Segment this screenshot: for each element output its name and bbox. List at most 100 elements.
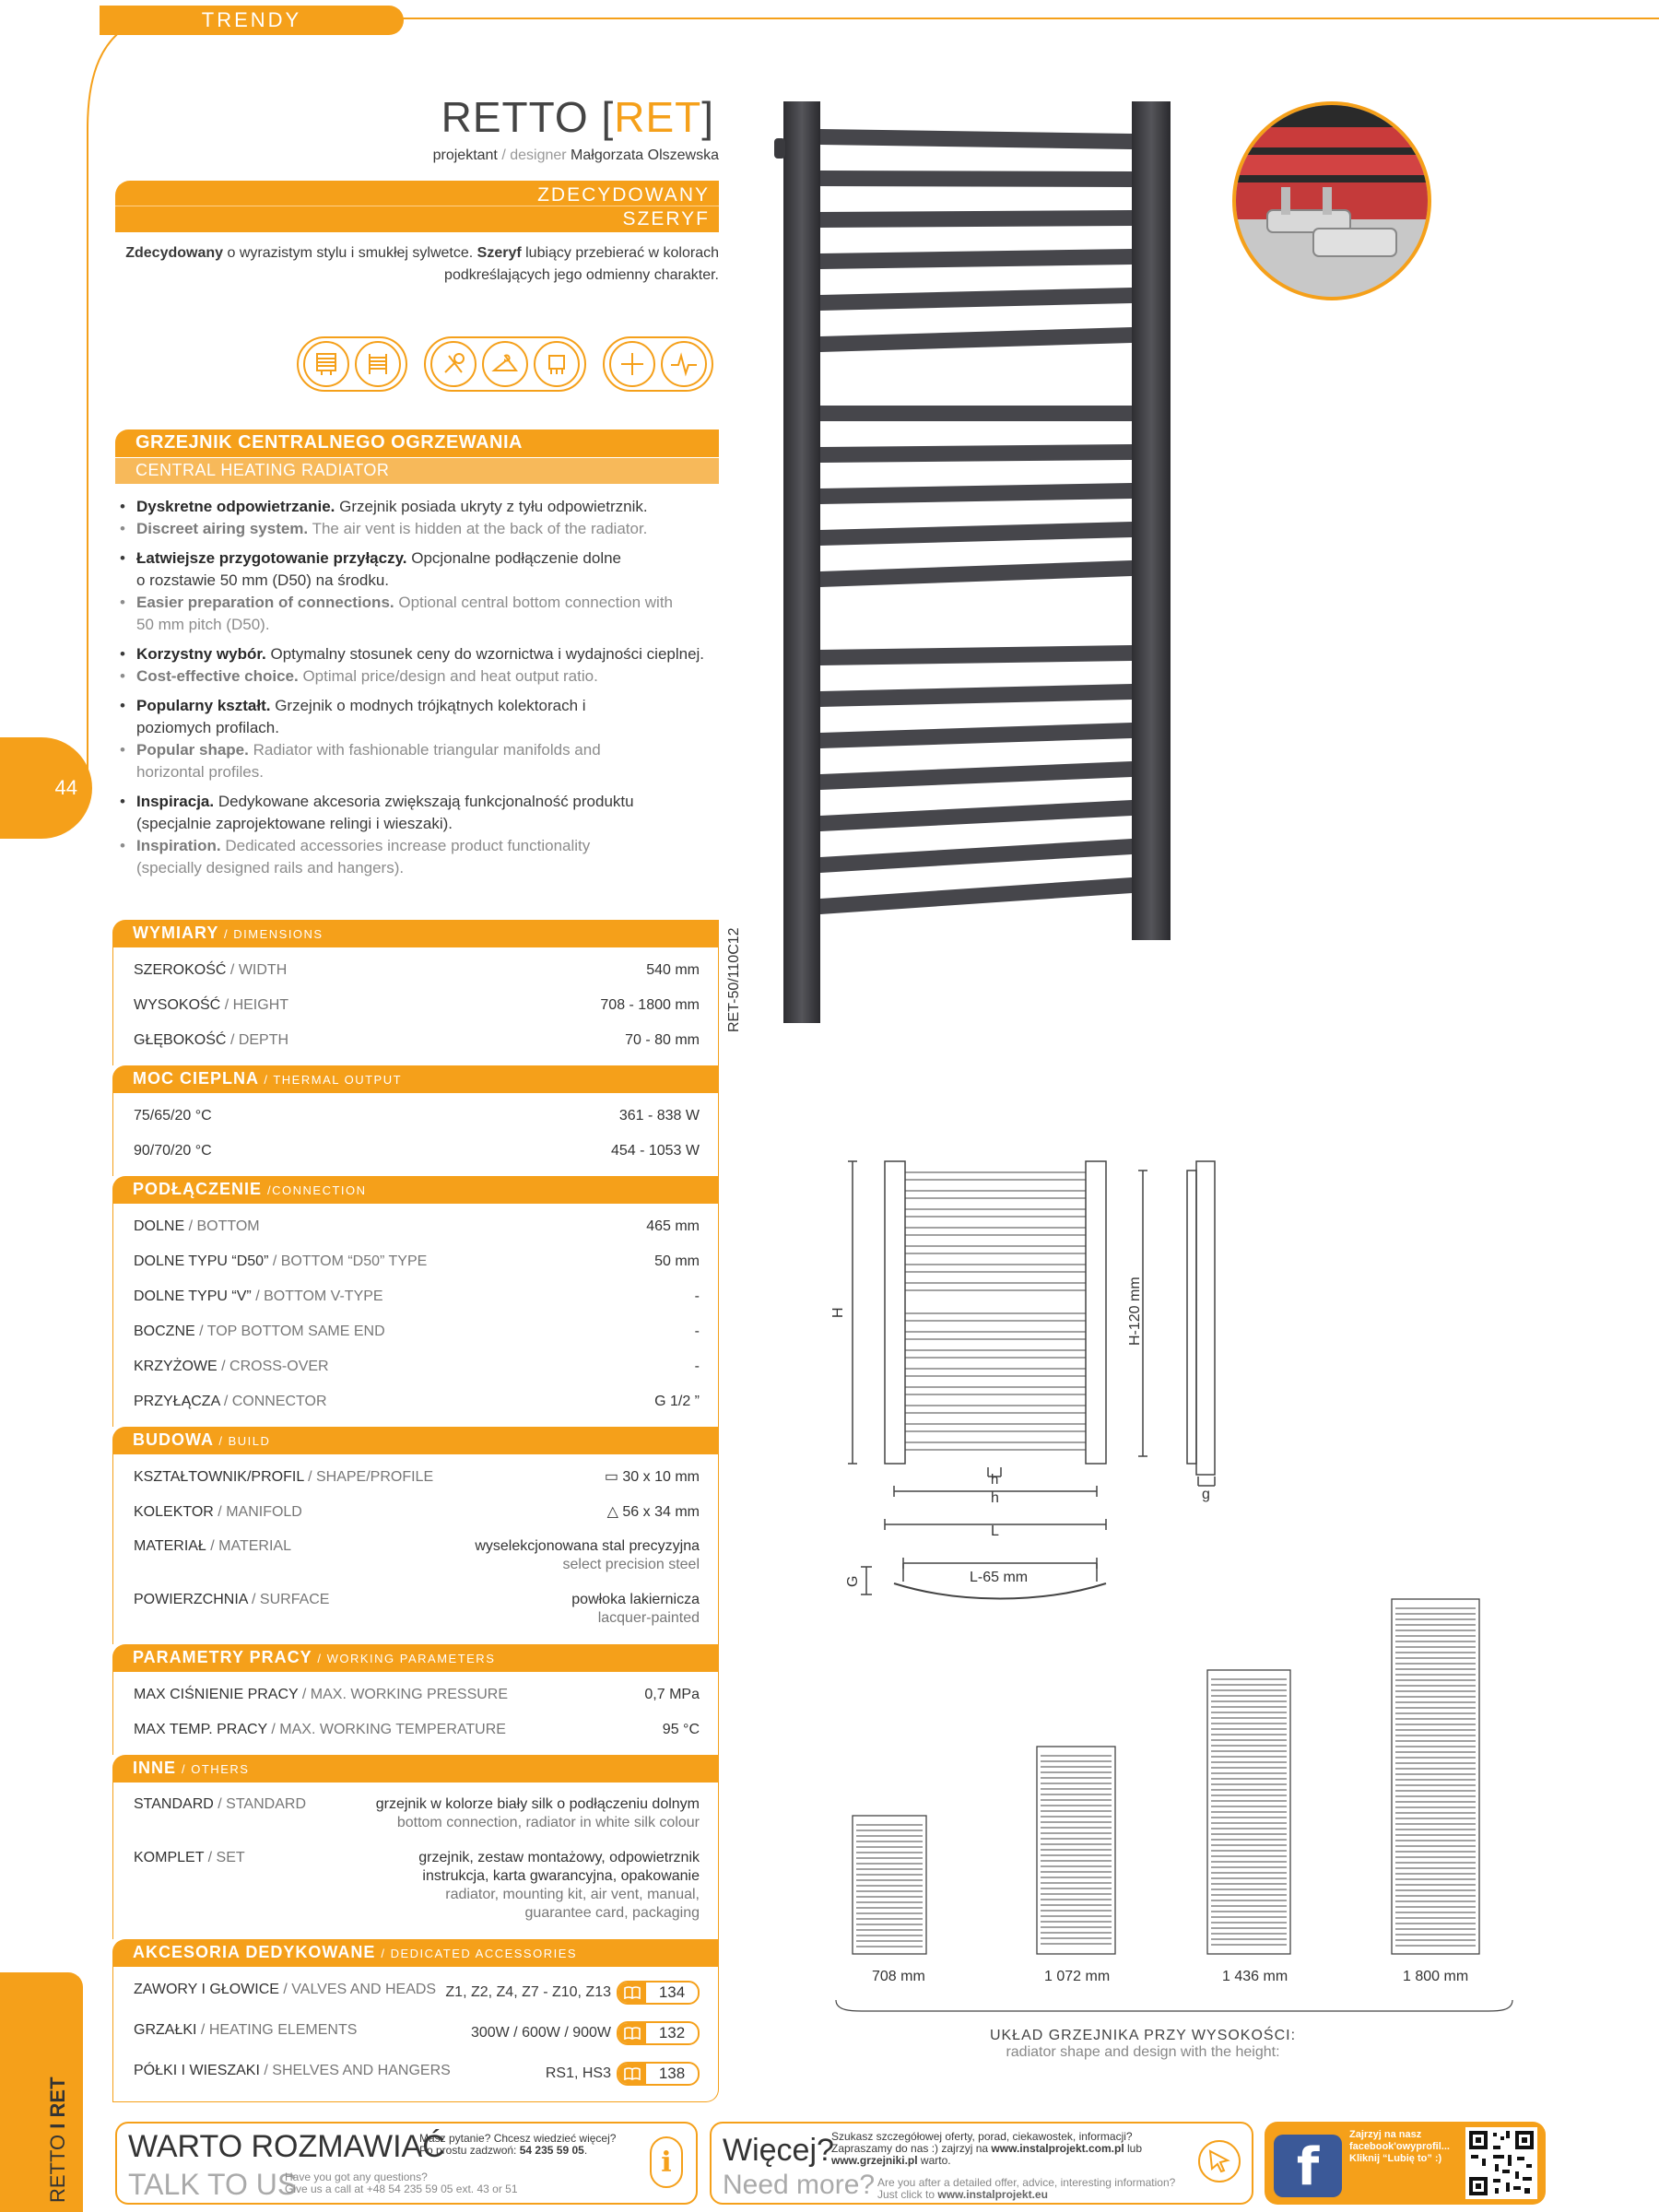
more-title-en: Need more? bbox=[723, 2170, 876, 2200]
section-title: PODŁĄCZENIE bbox=[133, 1180, 263, 1198]
section-subtitle: / THERMAL OUTPUT bbox=[264, 1073, 403, 1087]
section-subtitle: / DEDICATED ACCESSORIES bbox=[381, 1947, 578, 1960]
heating-element-icon bbox=[534, 341, 580, 387]
link-instalprojekt[interactable]: www.instalprojekt.com.pl bbox=[991, 2142, 1124, 2155]
feature-item: Popularny kształt. Grzejnik o modnych tr… bbox=[118, 695, 726, 783]
feature-text-en: Optimal price/design and heat output rat… bbox=[298, 667, 598, 685]
facebook-icon[interactable]: f bbox=[1274, 2135, 1342, 2197]
catalog-page-link[interactable]: 132 bbox=[617, 2021, 700, 2045]
designer-name: Małgorzata Olszewska bbox=[571, 147, 719, 163]
facebook-box: f Zajrzyj na nasz facebook'owyprofil... … bbox=[1265, 2122, 1546, 2205]
plus-connection-icon bbox=[609, 341, 655, 387]
section-subtitle: / BUILD bbox=[218, 1434, 271, 1448]
style-bar: ZDECYDOWANY SZERYF bbox=[115, 181, 719, 232]
height-bracket bbox=[835, 1999, 1513, 2012]
intro-text: Zdecydowany o wyrazistym stylu i smukłej… bbox=[92, 242, 719, 287]
dim-L-label: L bbox=[991, 1524, 999, 1539]
style-label-2: SZERYF bbox=[622, 208, 710, 229]
feature-text-pl: Dedykowane akcesoria zwiększają funkcjon… bbox=[136, 793, 634, 832]
talk-call-text: Po prostu zadzwoń: bbox=[419, 2144, 520, 2157]
spec-row: KRZYŻOWE / CROSS-OVER- bbox=[134, 1359, 700, 1374]
product-code: RET-50/110C12 bbox=[726, 927, 742, 1032]
height-label-1072: 1 072 mm bbox=[1044, 1969, 1111, 1984]
side-label: RETTO I RET bbox=[46, 2077, 69, 2203]
dim-H-label: H bbox=[830, 1307, 846, 1318]
pulse-icon bbox=[661, 341, 707, 387]
feature-item: Korzystny wybór. Optymalny stosunek ceny… bbox=[118, 643, 726, 688]
section-title: INNE bbox=[133, 1759, 177, 1777]
spec-section-others: INNE / OTHERS bbox=[112, 1755, 719, 1783]
spec-section-accessories: AKCESORIA DEDYKOWANE / DEDICATED ACCESSO… bbox=[112, 1939, 719, 1967]
designer-line: projektant / designer Małgorzata Olszews… bbox=[433, 147, 719, 164]
section-tab-trendy: TRENDY bbox=[100, 6, 404, 35]
cursor-click-icon bbox=[1198, 2140, 1241, 2183]
section-title: WYMIARY bbox=[133, 924, 219, 942]
feature-title-pl: Korzystny wybór. bbox=[136, 645, 266, 663]
intro-bold-1: Zdecydowany bbox=[125, 245, 224, 261]
talk-question-en: Have you got any questions? bbox=[285, 2171, 428, 2183]
radiator-product-image bbox=[774, 101, 1171, 1023]
heating-title-en: CENTRAL HEATING RADIATOR bbox=[115, 458, 719, 484]
technical-drawing: H H-120 mm h h L g L-65 mm G bbox=[830, 1160, 1216, 1600]
talk-question-1: Masz pytanie? Chcesz wiedzieć więcej? bbox=[419, 2132, 617, 2145]
height-label-708: 708 mm bbox=[872, 1969, 925, 1984]
feature-text-en: Dedicated accessories increase product f… bbox=[136, 837, 591, 877]
catalog-page-link[interactable]: 134 bbox=[617, 1981, 700, 2005]
link-instalprojekt-eu[interactable]: www.instalprojekt.eu bbox=[937, 2188, 1048, 2201]
heating-title-pl: GRZEJNIK CENTRALNEGO OGRZEWANIA bbox=[115, 429, 719, 457]
spec-row: KOLEKTOR / MANIFOLD△ 56 x 34 mm bbox=[134, 1504, 700, 1520]
height-label-1436: 1 436 mm bbox=[1222, 1969, 1288, 1984]
title-end: ] bbox=[701, 93, 714, 141]
manifold-shape-icon: △ bbox=[606, 1504, 618, 1520]
radiator-icon bbox=[303, 341, 349, 387]
spec-row: MAX TEMP. PRACY / MAX. WORKING TEMPERATU… bbox=[134, 1722, 700, 1737]
more-title-pl: Więcej? bbox=[723, 2133, 834, 2168]
icon-group-accessories bbox=[424, 336, 586, 392]
qr-code-icon[interactable] bbox=[1465, 2127, 1537, 2199]
spec-section-dimensions: WYMIARY / DIMENSIONS bbox=[112, 920, 719, 947]
section-subtitle: / WORKING PARAMETERS bbox=[317, 1652, 496, 1665]
dim-H120-label: H-120 mm bbox=[1127, 1277, 1143, 1346]
feature-title-pl: Łatwiejsze przygotowanie przyłączy. bbox=[136, 549, 407, 567]
dim-g-label: g bbox=[1202, 1487, 1210, 1502]
spec-row: DOLNE TYPU “V” / BOTTOM V-TYPE- bbox=[134, 1288, 700, 1304]
fb-text-1: Zajrzyj na nasz bbox=[1349, 2129, 1422, 2140]
section-subtitle: / DIMENSIONS bbox=[224, 927, 324, 941]
dim-h-label: h bbox=[991, 1490, 999, 1506]
phone-number[interactable]: 54 235 59 05 bbox=[519, 2144, 584, 2157]
spec-row: MAX CIŚNIENIE PRACY / MAX. WORKING PRESS… bbox=[134, 1687, 700, 1702]
feature-item: Inspiracja. Dedykowane akcesoria zwiększ… bbox=[118, 791, 726, 879]
more-text-1: Szukasz szczegółowej oferty, porad, ciek… bbox=[831, 2130, 1133, 2143]
feature-title-en: Easier preparation of connections. bbox=[136, 594, 394, 611]
icon-group-connections bbox=[603, 336, 713, 392]
dim-G-label: G bbox=[845, 1576, 861, 1587]
profile-shape-icon: ▭ bbox=[604, 1469, 618, 1485]
fb-text-3: Kliknij “Lubię to” :) bbox=[1349, 2153, 1442, 2164]
section-title: PARAMETRY PRACY bbox=[133, 1648, 312, 1666]
valve-detail-photo bbox=[1232, 101, 1431, 300]
product-title: RETTO [RET] bbox=[441, 92, 714, 142]
feature-title-pl: Inspiracja. bbox=[136, 793, 215, 810]
feature-text-pl: Grzejnik o modnych trójkątnych kolektora… bbox=[136, 697, 586, 736]
catalog-page-link[interactable]: 138 bbox=[617, 2062, 700, 2086]
feature-title-en: Inspiration. bbox=[136, 837, 221, 854]
feature-title-en: Popular shape. bbox=[136, 741, 249, 759]
book-icon bbox=[618, 2064, 646, 2084]
feature-title-en: Discreet airing system. bbox=[136, 520, 309, 537]
link-grzejniki[interactable]: www.grzejniki.pl bbox=[831, 2154, 918, 2167]
layout-caption: UKŁAD GRZEJNIKA PRZY WYSOKOŚCI: radiator… bbox=[959, 2028, 1327, 2061]
designer-label: projektant bbox=[432, 147, 498, 163]
accessory-row: ZAWORY I GŁOWICE / VALVES AND HEADS Z1, … bbox=[134, 1972, 700, 2013]
icon-group-radiators bbox=[297, 336, 407, 392]
feature-text-pl: Grzejnik posiada ukryty z tyłu odpowietr… bbox=[335, 498, 648, 515]
section-title: AKCESORIA DEDYKOWANE bbox=[133, 1943, 376, 1961]
section-subtitle: /CONNECTION bbox=[267, 1183, 367, 1197]
